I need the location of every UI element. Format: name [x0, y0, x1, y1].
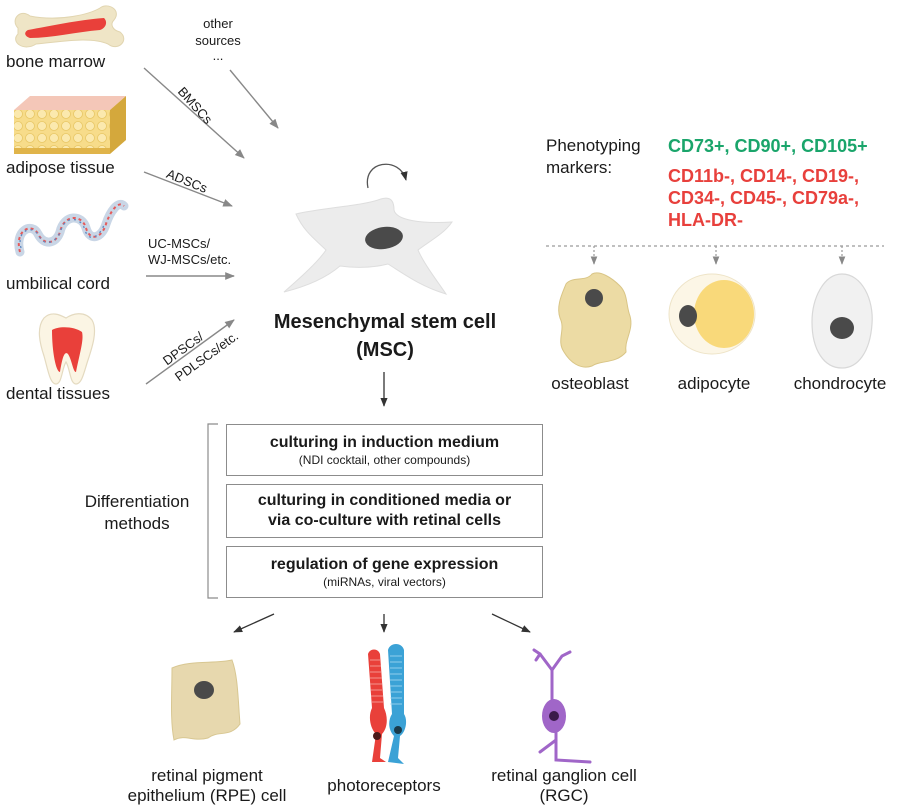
phenotyping-label-line2: markers: [546, 158, 613, 177]
umbilical-cord-label: umbilical cord [6, 274, 110, 293]
bone-marrow-label: bone marrow [6, 52, 106, 71]
methods-label-line1: Differentiation [84, 492, 190, 511]
osteoblast-label: osteoblast [551, 374, 629, 393]
chondrocyte-label: chondrocyte [793, 374, 887, 393]
method-box-conditioned-line2: via co-culture with retinal cells [268, 512, 501, 529]
phenotyping-label-line1: Phenotyping [546, 136, 641, 155]
rgc-label-line1: retinal ganglion cell [491, 766, 637, 785]
tooth-icon [38, 313, 96, 385]
method-box-induction-medium: culturing in induction medium (NDI cockt… [226, 424, 543, 476]
rpe-label-line1: retinal pigment [151, 766, 263, 785]
positive-markers: CD73+, CD90+, CD105+ [668, 136, 868, 156]
rgc-icon [532, 648, 592, 764]
arrow-bone-marrow-to-msc [143, 67, 245, 159]
method-box-gene-sub: (miRNAs, viral vectors) [323, 575, 446, 589]
msc-cell-icon [283, 197, 453, 295]
uc-mscs-label-line1: UC-MSCs/ [148, 236, 211, 251]
adipocyte-icon [668, 273, 756, 355]
arrow-adipose-to-msc [143, 171, 233, 207]
chondrocyte-icon [811, 273, 873, 369]
arrow-to-rgc [491, 613, 531, 633]
uc-mscs-label-line2: WJ-MSCs/etc. [148, 252, 232, 267]
negative-markers-line2: CD34-, CD45-, CD79a-, [668, 188, 860, 208]
arrow-to-rpe [233, 613, 275, 633]
adipose-tissue-icon [14, 96, 126, 154]
arrow-dental-to-msc [145, 319, 235, 385]
method-box-conditioned-media: culturing in conditioned media or via co… [226, 484, 543, 538]
adipocyte-label: adipocyte [677, 374, 751, 393]
method-box-induction-sub: (NDI cocktail, other compounds) [298, 453, 471, 467]
arrow-other-sources-to-msc [229, 69, 279, 129]
rpe-cell-icon [171, 659, 241, 741]
method-box-conditioned-line1: culturing in conditioned media or [257, 492, 512, 509]
osteoblast-icon [558, 272, 632, 368]
bone-marrow-icon [14, 5, 125, 48]
rpe-label-line2: epithelium (RPE) cell [127, 786, 287, 805]
other-sources-line2: sources [195, 33, 241, 48]
negative-markers-line3: HLA-DR- [668, 210, 743, 230]
msc-title-line1: Mesenchymal stem cell [273, 311, 497, 333]
photoreceptors-label: photoreceptors [327, 776, 441, 795]
self-renewal-arrow [366, 163, 408, 189]
other-sources-line3: ... [212, 48, 224, 63]
umbilical-cord-icon [14, 200, 129, 257]
photoreceptors-icon [368, 644, 407, 764]
method-box-induction-title: culturing in induction medium [269, 434, 500, 451]
methods-bracket [207, 423, 218, 599]
msc-title-line2: (MSC) [356, 339, 414, 361]
method-box-gene-expression: regulation of gene expression (miRNAs, v… [226, 546, 543, 598]
negative-markers-line1: CD11b-, CD14-, CD19-, [668, 166, 860, 186]
other-sources-line1: other [203, 16, 233, 31]
method-box-gene-title: regulation of gene expression [270, 556, 499, 573]
dental-tissues-label: dental tissues [6, 384, 110, 403]
adipose-tissue-label: adipose tissue [6, 158, 115, 177]
rgc-label-line2: (RGC) [539, 786, 589, 805]
methods-label-line2: methods [104, 514, 170, 533]
